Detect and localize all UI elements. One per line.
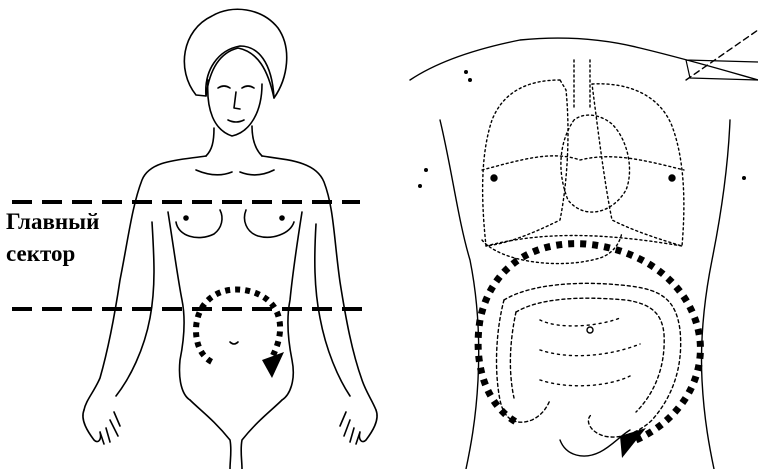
right-circular-arrow bbox=[478, 244, 700, 458]
lung-right bbox=[592, 84, 684, 246]
sector-label-line2: сектор bbox=[6, 242, 75, 265]
figure-left-hand bbox=[83, 410, 120, 444]
sector-label-line1: Главный bbox=[6, 210, 99, 233]
figure-hair bbox=[184, 9, 286, 98]
lung-left bbox=[483, 80, 568, 246]
trachea bbox=[574, 60, 590, 110]
figure-neck bbox=[206, 128, 214, 156]
figure-right-hand bbox=[340, 410, 377, 444]
internal-organs-torso bbox=[410, 30, 758, 469]
figure-chest bbox=[176, 210, 222, 238]
left-circular-arrow bbox=[196, 289, 284, 378]
left-arrow-head bbox=[262, 352, 284, 378]
colon bbox=[504, 283, 681, 437]
scatter-dots bbox=[418, 70, 746, 188]
right-arrow-head bbox=[620, 428, 646, 458]
torso-outline bbox=[410, 38, 758, 80]
figure-left-arm bbox=[84, 156, 206, 410]
female-figure bbox=[83, 9, 377, 469]
figure-right-arm bbox=[262, 156, 376, 410]
heart bbox=[561, 115, 630, 212]
